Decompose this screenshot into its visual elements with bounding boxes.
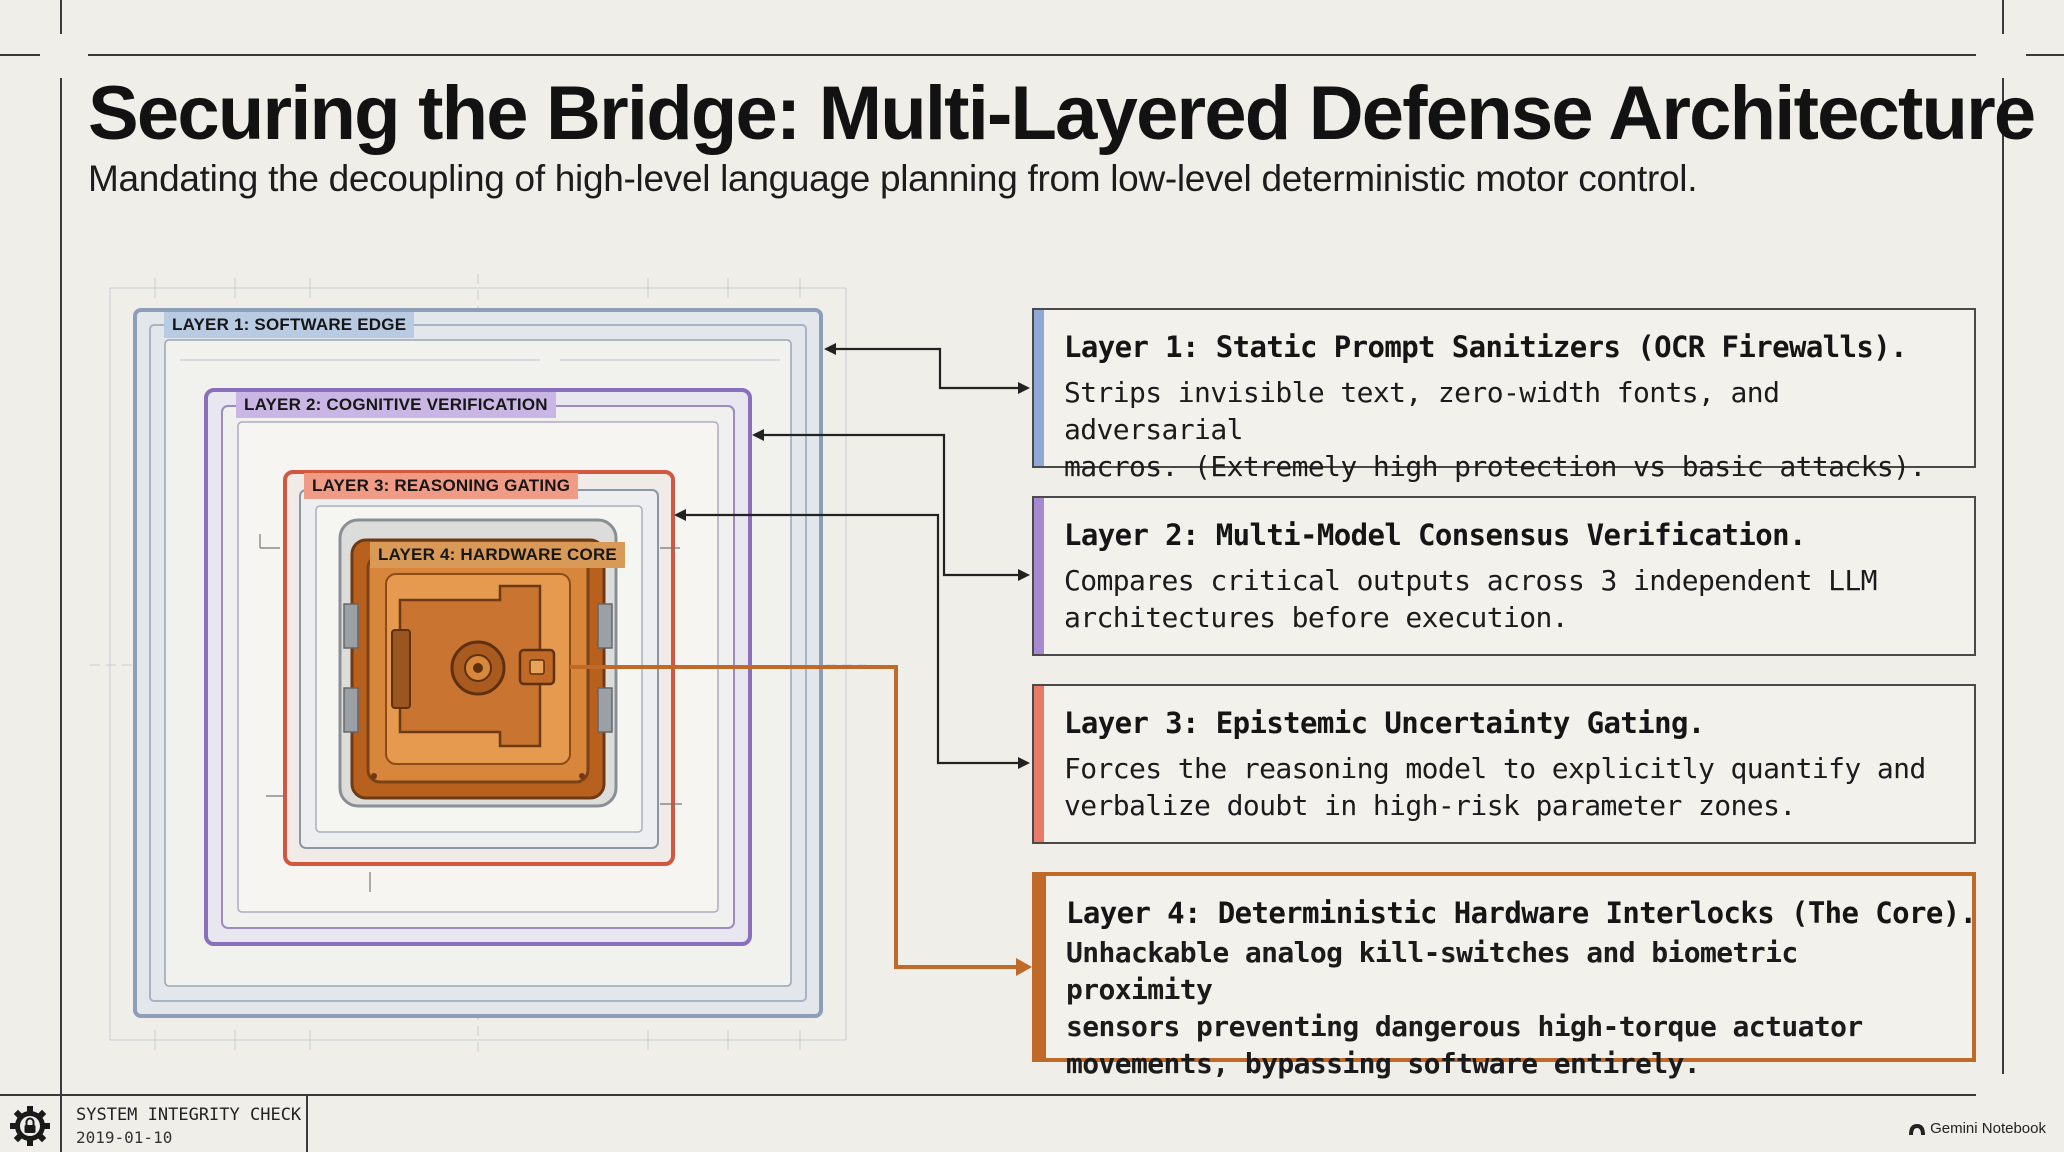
layer-1-card-body: Strips invisible text, zero-width fonts,… (1064, 376, 1926, 483)
footer-title: SYSTEM INTEGRITY CHECK (76, 1105, 302, 1125)
frame-left-tick (60, 0, 62, 34)
frame-left-line (60, 78, 62, 1152)
frame-top-line (88, 54, 1976, 56)
layer-3-card: Layer 3: Epistemic Uncertainty Gating. F… (1032, 684, 1976, 844)
layer-4-card: Layer 4: Deterministic Hardware Interloc… (1032, 872, 1977, 1080)
layer-1-card: Layer 1: Static Prompt Sanitizers (OCR F… (1032, 308, 1976, 483)
frame-right-stub (2026, 54, 2064, 56)
card-accent (1034, 686, 1044, 842)
frame-bottom-line (0, 1094, 1976, 1096)
brand-logo-icon (1909, 1123, 1926, 1135)
layer-3-label: LAYER 3: REASONING GATING (304, 473, 579, 499)
layer-4-card-body: Unhackable analog kill-switches and biom… (1066, 936, 1863, 1080)
layer-2-label: LAYER 2: COGNITIVE VERIFICATION (236, 392, 556, 418)
layer-4-core (338, 518, 618, 808)
layer-2-card-body: Compares critical outputs across 3 indep… (1064, 564, 1877, 634)
layer-1-label: LAYER 1: SOFTWARE EDGE (164, 312, 415, 338)
layer-4-connector (570, 665, 1032, 976)
frame-footer-divider (306, 1096, 308, 1152)
brand-text: Gemini Notebook (1930, 1120, 2046, 1137)
card-accent (1034, 498, 1044, 654)
page-subtitle: Mandating the decoupling of high-level l… (88, 158, 1698, 199)
frame-right-line (2002, 78, 2004, 1074)
card-accent (1034, 310, 1044, 466)
gear-lock-icon (10, 1106, 50, 1146)
layer-2-card: Layer 2: Multi-Model Consensus Verificat… (1032, 496, 1976, 656)
page-title: Securing the Bridge: Multi-Layered Defen… (88, 71, 2036, 156)
layer-4-label: LAYER 4: HARDWARE CORE (370, 542, 625, 568)
footer-date: 2019-01-10 (76, 1128, 173, 1147)
card-connectors (676, 347, 1024, 765)
layer-4-card-title: Layer 4: Deterministic Hardware Interloc… (1066, 896, 1977, 930)
layer-2-card-title: Layer 2: Multi-Model Consensus Verificat… (1064, 518, 1806, 552)
layer-3-card-title: Layer 3: Epistemic Uncertainty Gating. (1064, 706, 1705, 740)
frame-right-tick (2002, 0, 2004, 34)
frame-left-stub (0, 54, 40, 56)
brand-label: Gemini Notebook (1908, 1120, 2046, 1137)
layer-1-card-title: Layer 1: Static Prompt Sanitizers (OCR F… (1064, 330, 1908, 364)
layer-3-card-body: Forces the reasoning model to explicitly… (1064, 752, 1926, 822)
card-accent (1036, 876, 1046, 1058)
